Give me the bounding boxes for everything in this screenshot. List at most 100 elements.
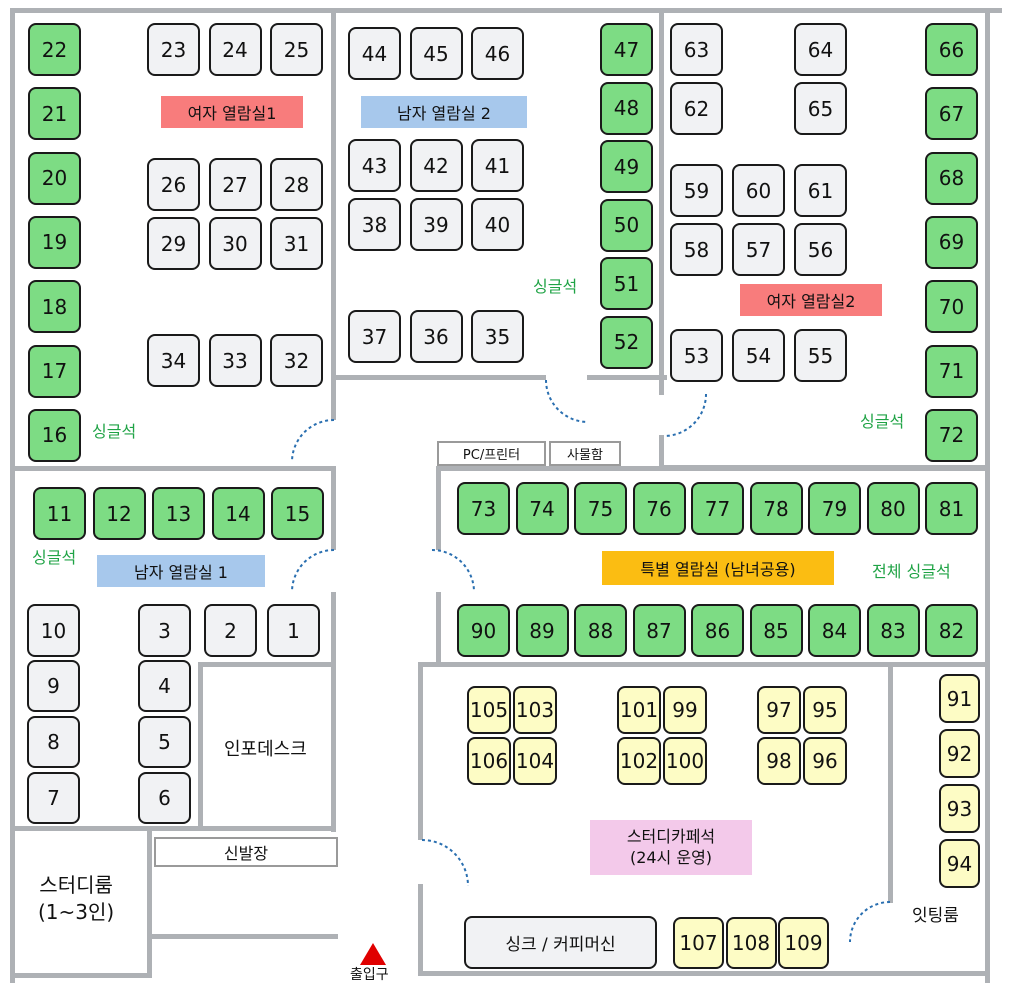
seat-28[interactable]: 28	[270, 158, 323, 211]
seat-36[interactable]: 36	[409, 310, 463, 363]
seat-42[interactable]: 42	[409, 139, 463, 192]
seat-101[interactable]: 101	[617, 686, 661, 734]
seat-67[interactable]: 67	[925, 87, 978, 141]
seat-72[interactable]: 72	[925, 408, 978, 462]
seat-45[interactable]: 45	[409, 27, 463, 80]
seat-73[interactable]: 73	[457, 482, 510, 535]
seat-14[interactable]: 14	[211, 487, 265, 540]
seat-13[interactable]: 13	[152, 487, 205, 540]
seat-86[interactable]: 86	[691, 604, 744, 657]
seat-58[interactable]: 58	[670, 223, 723, 276]
seat-34[interactable]: 34	[147, 334, 200, 387]
seat-77[interactable]: 77	[691, 482, 744, 535]
seat-82[interactable]: 82	[925, 604, 978, 657]
seat-78[interactable]: 78	[749, 482, 803, 535]
seat-61[interactable]: 61	[794, 164, 847, 217]
seat-76[interactable]: 76	[632, 482, 686, 535]
seat-41[interactable]: 41	[471, 139, 524, 192]
seat-62[interactable]: 62	[670, 82, 723, 135]
seat-92[interactable]: 92	[939, 729, 980, 778]
seat-8[interactable]: 8	[27, 716, 80, 768]
seat-79[interactable]: 79	[808, 482, 861, 535]
seat-9[interactable]: 9	[27, 660, 80, 712]
seat-18[interactable]: 18	[28, 280, 81, 334]
seat-19[interactable]: 19	[28, 215, 81, 269]
seat-3[interactable]: 3	[138, 604, 191, 657]
seat-44[interactable]: 44	[348, 27, 401, 80]
seat-33[interactable]: 33	[208, 334, 262, 387]
seat-60[interactable]: 60	[732, 164, 785, 217]
seat-55[interactable]: 55	[794, 329, 847, 382]
seat-35[interactable]: 35	[471, 310, 524, 363]
seat-7[interactable]: 7	[27, 772, 80, 824]
seat-11[interactable]: 11	[33, 487, 86, 540]
seat-32[interactable]: 32	[270, 334, 323, 387]
seat-95[interactable]: 95	[803, 686, 847, 734]
seat-108[interactable]: 108	[725, 917, 777, 969]
seat-71[interactable]: 71	[925, 344, 978, 398]
seat-102[interactable]: 102	[617, 737, 661, 785]
seat-66[interactable]: 66	[925, 23, 978, 76]
seat-50[interactable]: 50	[600, 198, 653, 252]
pc-printer[interactable]: PC/프린터	[437, 441, 546, 466]
seat-43[interactable]: 43	[348, 139, 401, 192]
door-cafe[interactable]	[420, 838, 470, 888]
seat-57[interactable]: 57	[732, 223, 785, 276]
seat-69[interactable]: 69	[925, 215, 978, 269]
seat-38[interactable]: 38	[348, 198, 401, 251]
seat-90[interactable]: 90	[457, 604, 510, 657]
seat-96[interactable]: 96	[803, 737, 847, 785]
seat-68[interactable]: 68	[925, 151, 978, 205]
seat-22[interactable]: 22	[28, 23, 81, 76]
seat-63[interactable]: 63	[670, 23, 723, 76]
seat-10[interactable]: 10	[27, 604, 80, 657]
seat-29[interactable]: 29	[147, 217, 200, 270]
seat-2[interactable]: 2	[204, 604, 257, 657]
door-female2[interactable]	[662, 392, 708, 438]
seat-98[interactable]: 98	[757, 737, 801, 785]
seat-103[interactable]: 103	[513, 686, 557, 734]
seat-84[interactable]: 84	[808, 604, 861, 657]
seat-30[interactable]: 30	[208, 217, 262, 270]
seat-24[interactable]: 24	[208, 23, 262, 76]
seat-53[interactable]: 53	[670, 329, 723, 382]
seat-59[interactable]: 59	[670, 164, 723, 217]
seat-106[interactable]: 106	[467, 737, 511, 785]
seat-16[interactable]: 16	[28, 408, 81, 462]
seat-83[interactable]: 83	[866, 604, 920, 657]
seat-1[interactable]: 1	[267, 604, 320, 657]
seat-75[interactable]: 75	[574, 482, 627, 535]
seat-104[interactable]: 104	[513, 737, 557, 785]
seat-17[interactable]: 17	[28, 344, 81, 398]
seat-37[interactable]: 37	[348, 310, 401, 363]
door-meeting-room[interactable]	[848, 900, 892, 944]
seat-4[interactable]: 4	[138, 660, 191, 712]
seat-6[interactable]: 6	[138, 772, 191, 824]
seat-94[interactable]: 94	[939, 839, 980, 888]
seat-46[interactable]: 46	[471, 27, 524, 80]
seat-81[interactable]: 81	[925, 482, 978, 535]
seat-85[interactable]: 85	[749, 604, 803, 657]
seat-99[interactable]: 99	[663, 686, 707, 734]
seat-23[interactable]: 23	[147, 23, 200, 76]
seat-87[interactable]: 87	[632, 604, 686, 657]
door-male1[interactable]	[290, 548, 336, 594]
seat-107[interactable]: 107	[673, 917, 724, 969]
seat-47[interactable]: 47	[600, 23, 653, 76]
door-male2[interactable]	[544, 378, 590, 424]
seat-105[interactable]: 105	[467, 686, 511, 734]
seat-93[interactable]: 93	[939, 784, 980, 833]
seat-97[interactable]: 97	[757, 686, 801, 734]
seat-5[interactable]: 5	[138, 716, 191, 768]
seat-26[interactable]: 26	[147, 158, 200, 211]
seat-40[interactable]: 40	[471, 198, 524, 251]
seat-48[interactable]: 48	[600, 81, 653, 135]
seat-27[interactable]: 27	[208, 158, 262, 211]
seat-21[interactable]: 21	[28, 87, 81, 141]
seat-89[interactable]: 89	[515, 604, 569, 657]
seat-51[interactable]: 51	[600, 257, 653, 310]
seat-56[interactable]: 56	[794, 223, 847, 276]
seat-74[interactable]: 74	[515, 482, 569, 535]
seat-31[interactable]: 31	[270, 217, 323, 270]
seat-54[interactable]: 54	[732, 329, 785, 382]
